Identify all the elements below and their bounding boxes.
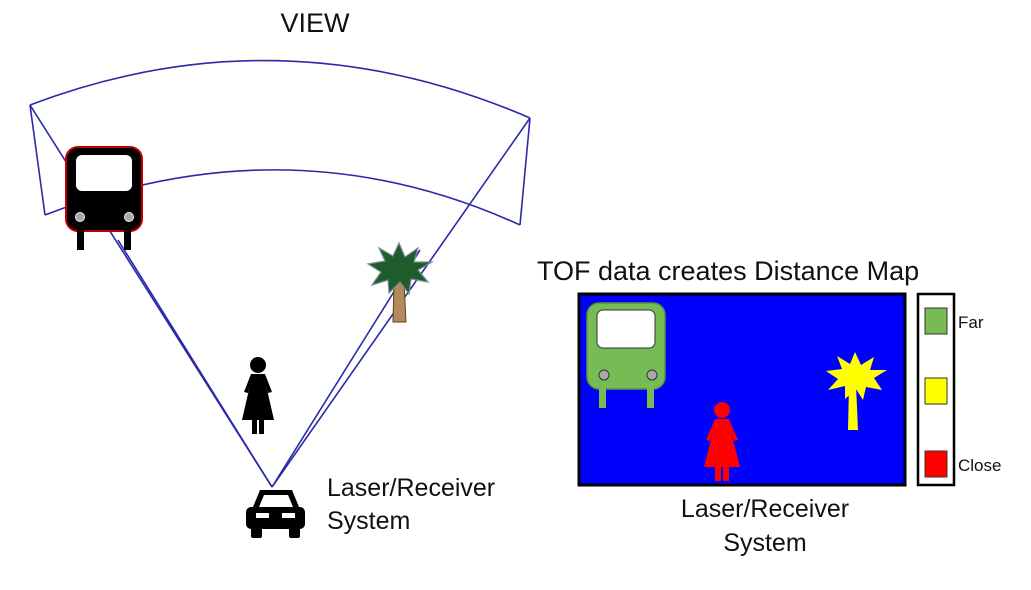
legend-close-label: Close xyxy=(958,456,1002,475)
map-tree-icon xyxy=(826,352,887,430)
view-title: VIEW xyxy=(280,8,350,38)
sensor-label-line1: Laser/Receiver xyxy=(327,474,496,502)
distance-map-sensor-label: Laser/Receiver System xyxy=(630,492,900,560)
map-bus-icon xyxy=(586,302,666,408)
fov-far-arc xyxy=(29,59,531,119)
distance-map-panel xyxy=(577,292,907,487)
palm-tree-icon xyxy=(366,241,435,323)
bus-icon xyxy=(65,146,143,250)
legend-close-swatch xyxy=(924,450,948,478)
field-of-view xyxy=(29,59,531,488)
map-woman-icon xyxy=(704,402,740,481)
fov-ray-inner-left xyxy=(117,239,273,488)
legend-far-swatch xyxy=(924,307,948,335)
woman-icon xyxy=(242,357,274,434)
map-label-line1: Laser/Receiver xyxy=(680,495,850,523)
distance-map-title: TOF data creates Distance Map xyxy=(537,256,920,286)
car-icon xyxy=(246,490,305,538)
sensor-label: Laser/Receiver System xyxy=(327,472,495,538)
legend-far-label: Far xyxy=(958,313,984,332)
distance-legend xyxy=(916,292,956,487)
fov-right-edge xyxy=(519,117,531,226)
map-label-line2: System xyxy=(723,529,807,557)
sensor-label-line2: System xyxy=(327,507,411,535)
legend-mid-swatch xyxy=(924,377,948,405)
fov-left-edge xyxy=(29,104,46,216)
